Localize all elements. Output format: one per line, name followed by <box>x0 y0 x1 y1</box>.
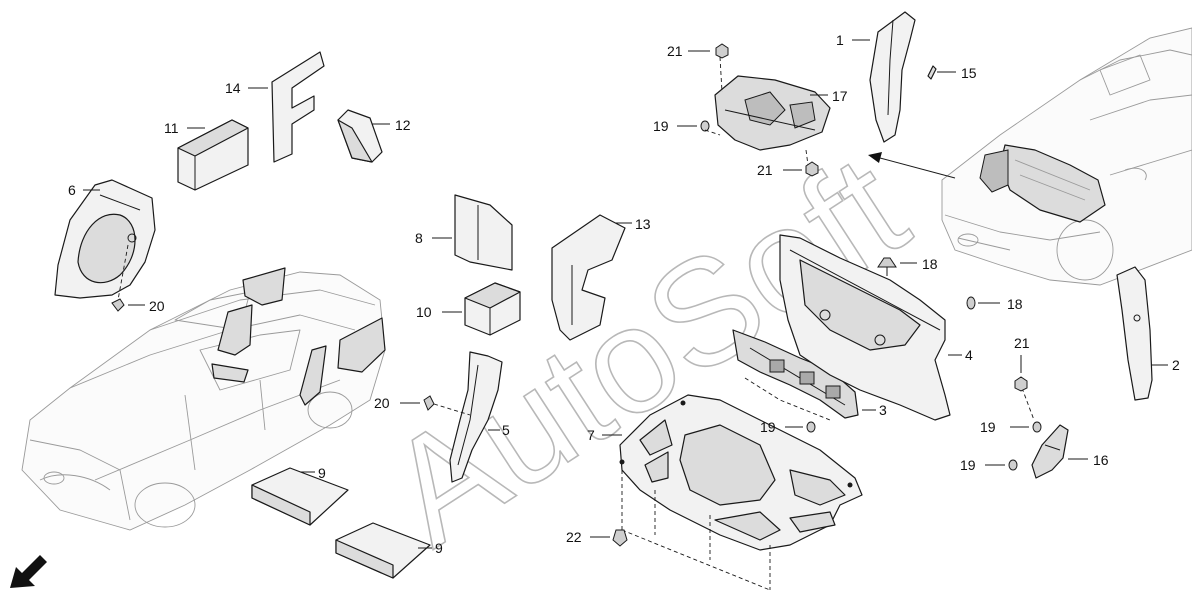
callout-19d: 19 <box>960 457 976 473</box>
callout-19c: 19 <box>980 419 996 435</box>
part-5-pillar-trim-insulator <box>449 351 503 483</box>
sedan-insulator-rear <box>337 317 386 373</box>
part-22-clip <box>612 529 628 547</box>
part-15-small-seal <box>927 65 937 80</box>
sedan-insulator-pillar <box>217 304 253 356</box>
callout-22: 22 <box>566 529 582 545</box>
arrow-front-left-icon <box>10 555 47 588</box>
callout-8: 8 <box>415 230 423 246</box>
callout-16: 16 <box>1093 452 1109 468</box>
part-1-pillar-insulator <box>869 11 916 143</box>
callout-21a: 21 <box>667 43 683 59</box>
hatchback-wiper-insulator <box>979 149 1009 193</box>
hatchback-illustration <box>941 27 1192 286</box>
part-2-pillar-insulator <box>1116 266 1153 401</box>
part-21-nut-b <box>805 161 819 177</box>
callout-20b: 20 <box>374 395 390 411</box>
part-21-nut-a <box>715 43 729 59</box>
part-4-dash-insulator <box>779 234 951 421</box>
part-8-pad <box>454 194 513 271</box>
part-18-clip-b <box>966 296 976 310</box>
sedan-illustration <box>21 267 386 531</box>
callout-12: 12 <box>395 117 411 133</box>
callout-19a: 19 <box>653 118 669 134</box>
callout-6: 6 <box>68 182 76 198</box>
callout-11: 11 <box>164 120 179 136</box>
callout-17: 17 <box>832 88 848 104</box>
part-18-clip-a <box>877 257 897 276</box>
part-19-clip-d <box>1008 459 1018 471</box>
part-19-clip-c <box>1032 421 1042 433</box>
callout-21c: 21 <box>1014 335 1030 351</box>
callout-7: 7 <box>587 427 595 443</box>
part-19-clip-a <box>700 120 710 132</box>
callout-18a: 18 <box>922 256 938 272</box>
part-9-pad-a <box>251 467 349 526</box>
callout-3: 3 <box>879 402 887 418</box>
callout-4: 4 <box>965 347 973 363</box>
callout-9a: 9 <box>318 465 326 481</box>
part-7-hood-insulator <box>619 394 863 551</box>
callout-13: 13 <box>635 216 651 232</box>
sedan-insulator-pad <box>211 363 249 383</box>
callout-19b: 19 <box>760 419 776 435</box>
callout-15: 15 <box>961 65 977 81</box>
arrow-to-vehicle-icon <box>868 152 956 179</box>
callout-9b: 9 <box>435 540 443 556</box>
part-16-bracket-insulator <box>1031 424 1069 479</box>
callout-2: 2 <box>1172 357 1180 373</box>
callout-1: 1 <box>836 32 844 48</box>
part-12-block <box>337 109 383 163</box>
callout-21b: 21 <box>757 162 773 178</box>
callout-18b: 18 <box>1007 296 1023 312</box>
part-17-cowl-insulator <box>714 75 831 151</box>
part-9-pad-b <box>335 522 431 579</box>
callout-14: 14 <box>225 80 241 96</box>
callout-10: 10 <box>416 304 432 320</box>
callout-5: 5 <box>502 422 510 438</box>
part-21-nut-c <box>1014 376 1028 392</box>
part-14-insulator <box>271 51 325 163</box>
part-3-dash-insulator-lower <box>732 329 859 419</box>
sedan-insulator-bpillar <box>299 345 327 406</box>
part-10-block <box>464 282 521 336</box>
hood-clip-leaders <box>621 470 771 591</box>
sedan-insulator-roof <box>242 267 286 306</box>
part-11-block <box>177 119 249 191</box>
part-19-clip-b <box>806 421 816 433</box>
callout-20a: 20 <box>149 298 165 314</box>
part-20-clip-a <box>111 298 125 312</box>
part-6-quarter-insulator <box>54 179 156 299</box>
part-13-insulator <box>551 214 626 341</box>
